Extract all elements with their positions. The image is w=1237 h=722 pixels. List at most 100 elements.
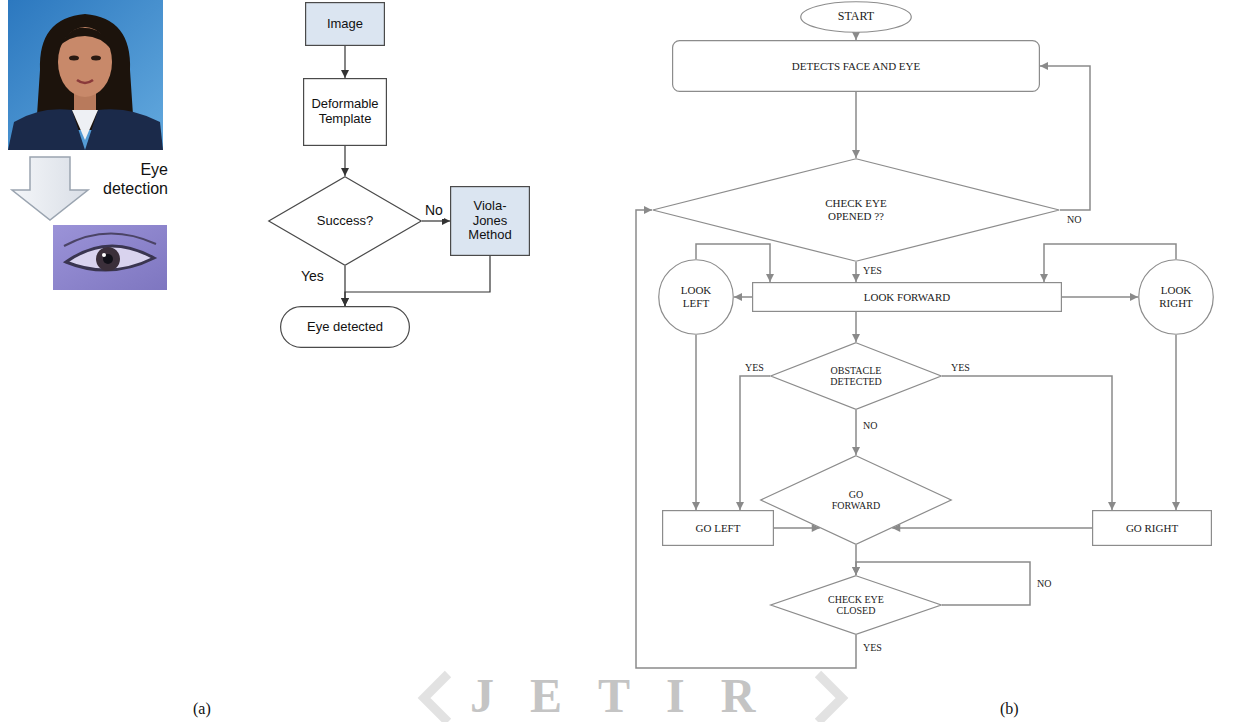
edge-label: Yes <box>300 268 325 285</box>
text-block: OBSTACLE DETECTED <box>821 365 891 388</box>
shape-outline <box>451 187 530 256</box>
arrow-head <box>852 32 860 40</box>
process-box: GO LEFT <box>662 510 774 546</box>
flow-connector <box>341 146 349 176</box>
shape-outline <box>673 41 1040 92</box>
arrow-head <box>1040 274 1048 282</box>
text-block: Eye detected <box>307 320 383 335</box>
node-text: DETECTS FACE AND EYE <box>792 60 920 73</box>
process-box: Image <box>305 2 385 46</box>
node-text: OBSTACLE DETECTED <box>821 365 891 388</box>
process-box: Deformable Template <box>303 78 387 146</box>
shape-outline <box>304 79 387 146</box>
decision-diamond: Success? <box>268 176 422 266</box>
connector-line <box>855 92 857 158</box>
edge-label: YES <box>950 362 971 374</box>
connector-line <box>695 335 697 510</box>
decision-diamond: CHECK EYE CLOSED <box>770 575 942 635</box>
edge-label: YES <box>744 362 765 374</box>
arrow-head <box>341 70 349 78</box>
edge-label: No <box>424 202 444 219</box>
shape-outline <box>801 2 912 33</box>
text-block: Deformable Template <box>309 97 381 127</box>
arrow-head <box>341 298 349 306</box>
arrow-head <box>734 293 742 301</box>
shape-outline <box>761 456 952 545</box>
text-block: CHECK EYE CLOSED <box>821 594 891 617</box>
connector-line <box>1175 335 1177 510</box>
flow-connector <box>341 256 490 306</box>
text-block: LOOK FORWARD <box>864 291 950 304</box>
arrow-head <box>692 502 700 510</box>
connector-line <box>1040 66 1090 210</box>
flow-connector <box>1172 335 1180 510</box>
arrow-head <box>852 150 860 158</box>
node-text: CHECK EYE CLOSED <box>821 594 891 617</box>
flow-connector <box>774 524 820 532</box>
process-box: GO RIGHT <box>1092 510 1212 546</box>
node-text: START <box>838 10 874 24</box>
arrow-head <box>852 447 860 455</box>
text-block: Viola-Jones Method <box>460 199 520 244</box>
process-box: LOOK FORWARD <box>752 282 1062 312</box>
terminal-oval: Eye detected <box>280 306 410 348</box>
text-block: GO FORWARD <box>826 489 886 512</box>
flow-connector <box>852 312 860 342</box>
node-text: Deformable Template <box>309 97 381 127</box>
flow-connector <box>734 293 752 301</box>
text-block: START <box>838 10 874 24</box>
portrait-photo <box>8 0 163 150</box>
arrow-head <box>852 274 860 282</box>
arrow-head <box>341 168 349 176</box>
edge-label: NO <box>862 420 878 432</box>
text-block: GO LEFT <box>696 522 741 535</box>
process-box: Viola-Jones Method <box>450 186 530 256</box>
action-circle: LOOK LEFT <box>658 259 734 335</box>
watermark: JETIR <box>470 672 791 720</box>
shape-outline <box>771 343 942 410</box>
arrow-head <box>766 274 774 282</box>
node-text: Viola-Jones Method <box>460 199 520 244</box>
node-text: LOOK FORWARD <box>864 291 950 304</box>
eye-crop-image <box>53 225 167 290</box>
text-block: LOOK RIGHT <box>1154 284 1198 309</box>
arrow-head <box>852 334 860 342</box>
flow-connector <box>852 32 860 40</box>
arrow-head <box>736 502 744 510</box>
decision-diamond: GO FORWARD <box>760 455 952 545</box>
shape-outline <box>306 3 385 46</box>
shape-outline <box>281 307 410 348</box>
panel-label: (a) <box>193 699 211 718</box>
connector-line <box>942 376 1112 510</box>
edge-label: YES <box>862 265 883 277</box>
arrow-head <box>852 567 860 575</box>
arrow-head <box>1130 293 1138 301</box>
shape-outline <box>1139 260 1214 335</box>
node-text: GO LEFT <box>696 522 741 535</box>
node-text: LOOK LEFT <box>674 284 718 309</box>
flow-connector <box>852 92 860 158</box>
connector-line <box>345 256 490 306</box>
arrow-head <box>1040 62 1048 70</box>
node-text: LOOK RIGHT <box>1154 284 1198 309</box>
decision-diamond: CHECK EYE OPENED ?? <box>652 158 1060 262</box>
arrow-head <box>1108 502 1116 510</box>
flow-connector <box>852 262 860 282</box>
flow-connector <box>942 376 1116 510</box>
node-text: CHECK EYE OPENED ?? <box>816 197 896 222</box>
flow-connector <box>341 266 349 306</box>
arrow-head <box>852 567 860 575</box>
flow-connector <box>892 524 1092 532</box>
text-block: GO RIGHT <box>1126 522 1178 535</box>
step-caption: Eye detection <box>96 160 168 198</box>
flow-connector <box>852 410 860 455</box>
node-text: GO FORWARD <box>826 489 886 512</box>
shape-outline <box>659 260 734 335</box>
start-oval: START <box>800 1 912 33</box>
text-block: Success? <box>317 214 373 229</box>
node-text: Eye detected <box>307 320 383 335</box>
text-block: LOOK LEFT <box>674 284 718 309</box>
shape-outline <box>771 576 942 635</box>
connector-line <box>740 376 770 510</box>
